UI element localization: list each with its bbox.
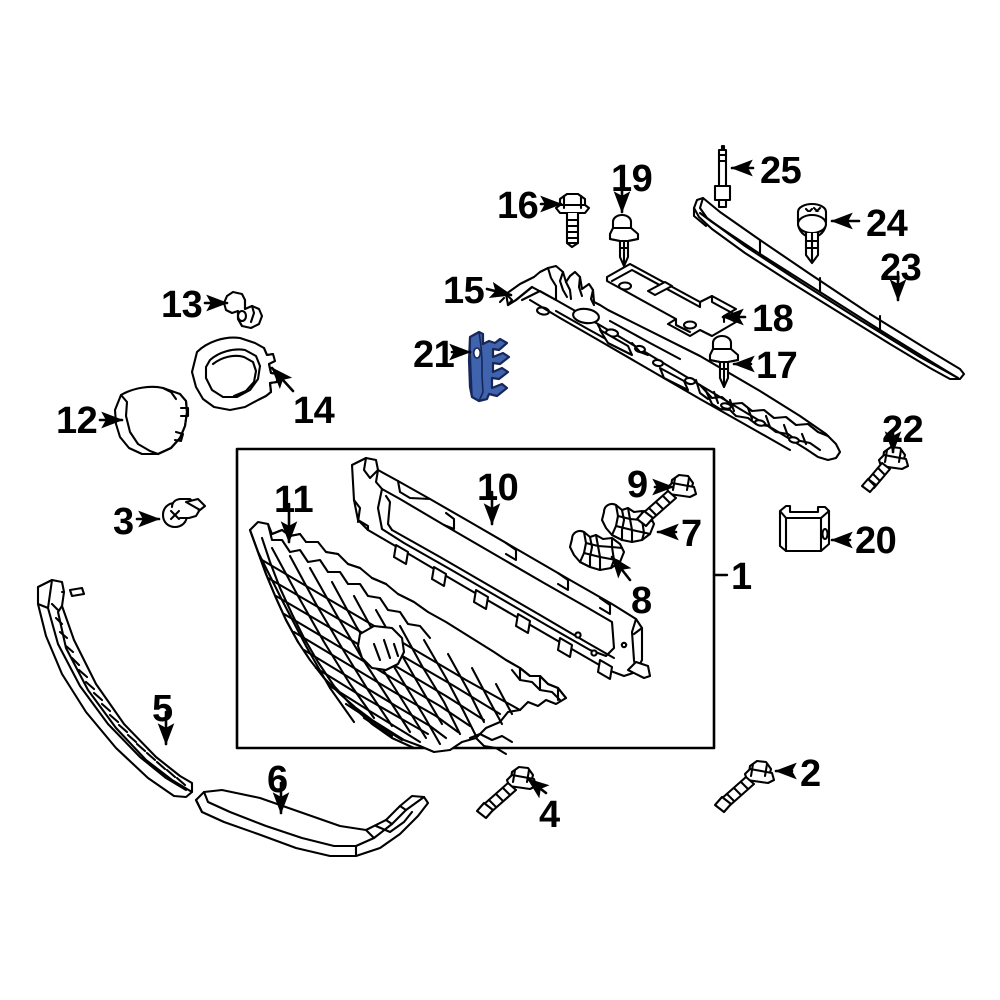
part-9-bolt: [635, 473, 698, 528]
part-19-push-pin-retainer: [608, 213, 640, 268]
part-11-grille-mesh-insert: [248, 520, 568, 756]
callout-14: 14: [293, 390, 335, 432]
part-12-fog-lamp-cover: [113, 385, 190, 456]
part-14-fog-lamp-bezel: [190, 336, 279, 412]
callout-25: 25: [760, 150, 802, 192]
part-10-grille-surround-frame: [350, 456, 652, 681]
callout-22: 22: [882, 409, 924, 451]
callout-13: 13: [161, 284, 203, 326]
part-5-lower-molding-left: [36, 578, 194, 799]
callout-3: 3: [113, 501, 134, 543]
part-4-bolt: [475, 765, 538, 820]
callout-15: 15: [443, 270, 485, 312]
callout-10: 10: [477, 467, 519, 509]
callout-2: 2: [800, 753, 821, 795]
part-21-air-guide-bracket: [467, 330, 511, 403]
part-2-bolt: [713, 759, 776, 814]
part-23-hood-seal-molding: [692, 196, 966, 381]
callout-19: 19: [611, 158, 653, 200]
callout-6: 6: [267, 759, 288, 801]
callout-4: 4: [539, 794, 560, 836]
part-18-support-reinforcement-plate: [605, 262, 738, 338]
callout-20: 20: [855, 520, 897, 562]
part-3-retainer-push-clip: [161, 497, 207, 529]
callout-7: 7: [681, 513, 702, 555]
callout-9: 9: [627, 464, 648, 506]
part-15-radiator-upper-support: [498, 264, 842, 462]
callout-16: 16: [497, 185, 539, 227]
callout-12: 12: [56, 400, 98, 442]
callout-17: 17: [756, 345, 798, 387]
callout-8: 8: [631, 580, 652, 622]
part-6-lower-molding-center: [194, 788, 430, 858]
part-13-fog-lamp-bracket: [222, 290, 264, 330]
callout-11: 11: [274, 479, 314, 521]
part-16-flange-bolt: [554, 192, 591, 249]
callout-23: 23: [880, 247, 922, 289]
callout-5: 5: [152, 688, 173, 730]
callout-18: 18: [752, 298, 794, 340]
callout-24: 24: [866, 203, 908, 245]
part-22-bolt: [860, 445, 910, 494]
part-17-push-pin-retainer: [708, 334, 740, 389]
callout-21: 21: [413, 334, 455, 376]
part-20-side-bracket: [778, 504, 831, 553]
part-24-screw-grommet-clip: [796, 202, 828, 265]
part-25-long-stud-pin: [713, 144, 732, 209]
callout-1: 1: [731, 556, 752, 598]
